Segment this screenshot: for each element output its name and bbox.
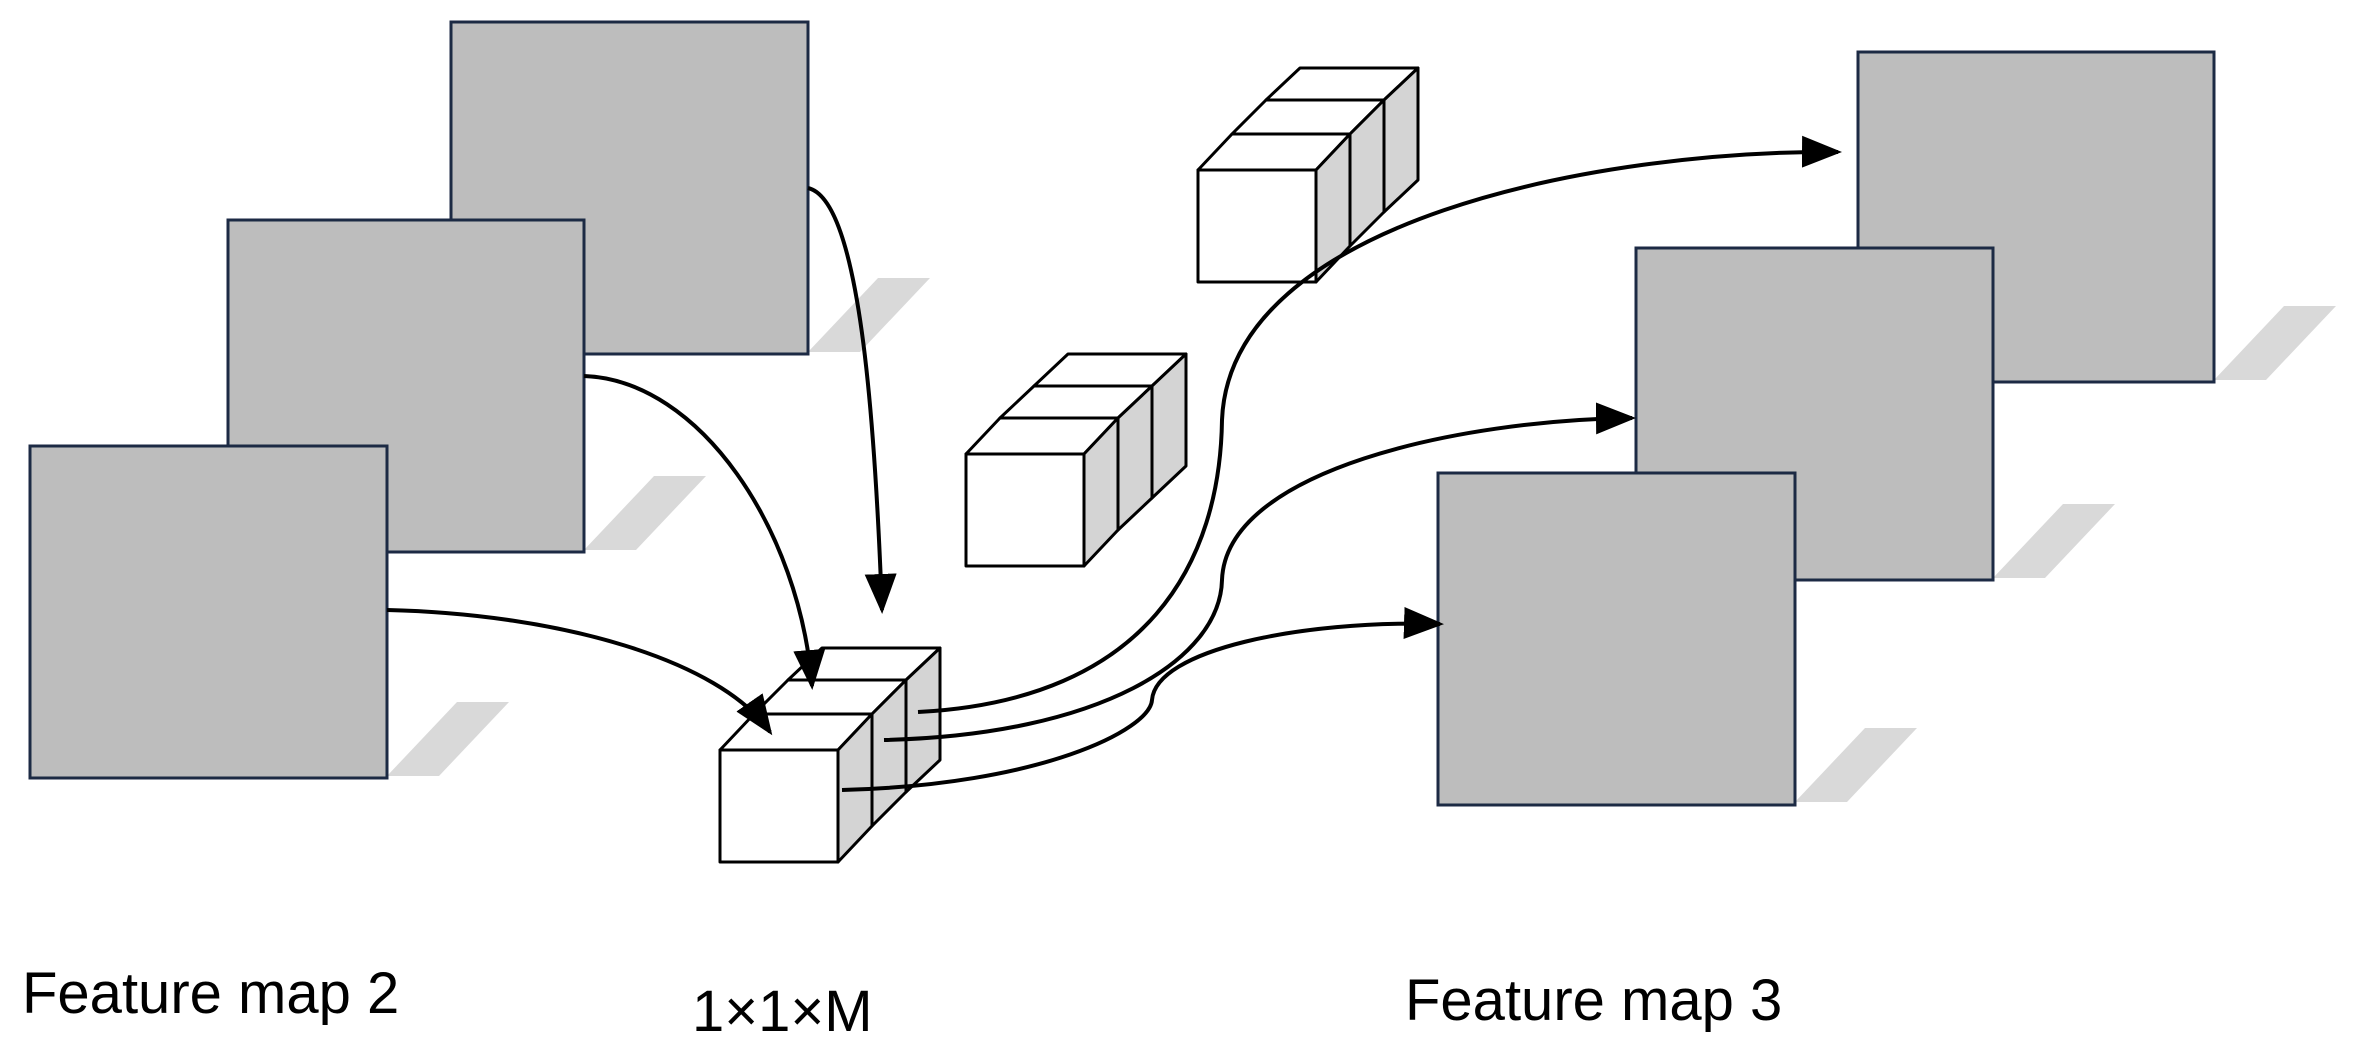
arrow-front-to-kernel	[386, 608, 773, 736]
feature-map-2-back-shadow	[808, 278, 930, 352]
arrow-kernel-to-back	[917, 135, 1842, 714]
kernel-size-label: 1×1×M	[692, 979, 873, 1044]
output-arrows	[841, 135, 1842, 792]
feature-map-2-stack	[28, 20, 930, 780]
arrow-kernel-to-middle	[883, 402, 1636, 742]
feature-map-2-front-shadow	[387, 702, 509, 776]
feature-map-2-middle-shadow	[584, 476, 706, 550]
feature-map-3-label: Feature map 3	[1405, 968, 1783, 1033]
arrow-middle-to-kernel	[583, 374, 826, 690]
arrow-kernel-to-front	[841, 606, 1444, 792]
feature-map-3-back-shadow	[2214, 306, 2336, 380]
cube-icon-kernel-middle	[964, 352, 1188, 568]
cube-icon-kernel-active	[718, 646, 942, 864]
feature-map-3-stack	[1436, 50, 2336, 807]
feature-map-2-label: Feature map 2	[22, 961, 400, 1026]
feature-map-2-front	[28, 444, 389, 780]
feature-map-3-front	[1436, 471, 1797, 807]
cube-icon-kernel-top	[1196, 66, 1420, 284]
feature-map-3-middle-shadow	[1993, 504, 2115, 578]
arrow-back-to-kernel	[807, 186, 897, 614]
feature-map-3-front-shadow	[1795, 728, 1917, 802]
input-arrows	[386, 186, 897, 736]
